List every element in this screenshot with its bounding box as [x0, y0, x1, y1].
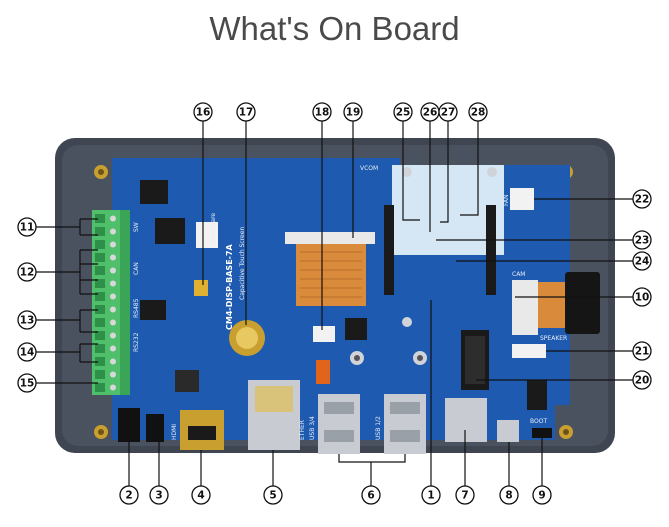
- subtitle-label: Capacitive Touch Screen: [239, 227, 246, 300]
- callout-24: 24: [456, 251, 652, 271]
- callout-7: 7: [455, 430, 475, 505]
- chip: [140, 180, 168, 204]
- rtc-connector: [313, 326, 335, 342]
- callout-15: 15: [17, 373, 98, 393]
- chip: [155, 218, 185, 244]
- usb-label-a: USB 3/4: [309, 416, 316, 440]
- usb-c-port: [497, 420, 519, 442]
- cm4-connector-right: [486, 205, 496, 295]
- cm4-connector-left: [384, 205, 394, 295]
- camera-connector: [512, 280, 538, 335]
- callout-8: 8: [499, 442, 519, 505]
- logo-label: Waveshare: [210, 213, 217, 246]
- callout-10: 10: [515, 287, 652, 307]
- callout-5: 5: [263, 450, 283, 505]
- callout-22: 22: [534, 189, 652, 209]
- callout-23: 23: [436, 230, 652, 250]
- boot-label: BOOT: [530, 418, 547, 425]
- callout-label: 13: [20, 315, 35, 327]
- eth-label: ETHER: [299, 420, 306, 440]
- callout-label: 20: [635, 375, 650, 387]
- callout-14: 14: [17, 342, 98, 363]
- usb-label-b: USB 1/2: [375, 416, 382, 440]
- callout-label: 8: [505, 490, 512, 502]
- callout-3: 3: [149, 442, 169, 505]
- header-label: SW: [133, 222, 140, 232]
- chip: [175, 370, 199, 392]
- model-label: CM4-DISP-BASE-7A: [225, 243, 234, 330]
- audio-jack: [146, 414, 164, 442]
- fan-connector: [510, 188, 534, 210]
- callout-label: 7: [461, 490, 468, 502]
- chip: [527, 380, 547, 410]
- boot-switch: [532, 428, 552, 438]
- callout-label: 6: [367, 490, 374, 502]
- callout-label: 26: [423, 107, 438, 119]
- callout-label: 18: [315, 107, 330, 119]
- callout-13: 13: [17, 309, 98, 333]
- callout-28: 28: [460, 102, 488, 216]
- speaker-label: SPEAKER: [540, 335, 567, 342]
- page-title: What's On Board: [209, 10, 460, 47]
- cam-label: CAM: [512, 271, 525, 278]
- callout-label: 12: [20, 267, 35, 279]
- callout-27: 27: [438, 102, 458, 223]
- header-label: CAN: [133, 262, 140, 275]
- display-fpc-connector: [285, 232, 375, 244]
- callout-16: 16: [193, 102, 213, 285]
- header-label: RS485: [133, 298, 140, 318]
- callout-label: 1: [427, 490, 434, 502]
- dip-switch: [194, 280, 208, 296]
- hdmi-label: HDMI: [171, 424, 178, 440]
- callout-label: 15: [20, 378, 35, 390]
- callout-20: 20: [476, 370, 652, 390]
- callout-label: 21: [635, 346, 650, 358]
- callout-2: 2: [119, 442, 139, 505]
- chip: [345, 318, 367, 340]
- callout-21: 21: [546, 341, 652, 361]
- tf-card-slot: [445, 398, 487, 442]
- callout-label: 2: [125, 490, 132, 502]
- callout-11: 11: [17, 217, 98, 237]
- callout-label: 24: [635, 256, 650, 268]
- chip: [140, 300, 166, 320]
- fan-label: FAN: [503, 195, 510, 207]
- callout-25: 25: [393, 102, 420, 221]
- callout-6: 6: [338, 454, 406, 505]
- speaker-connector: [512, 344, 546, 358]
- callout-label: 9: [538, 490, 545, 502]
- callout-label: 28: [471, 107, 486, 119]
- callout-label: 5: [269, 490, 276, 502]
- callout-label: 25: [396, 107, 411, 119]
- callout-label: 3: [155, 490, 162, 502]
- callout-12: 12: [17, 249, 98, 295]
- callout-17: 17: [236, 102, 256, 325]
- callout-label: 23: [635, 235, 650, 247]
- callout-label: 11: [20, 222, 35, 234]
- vcom-label: VCOM: [360, 165, 378, 172]
- callout-label: 10: [635, 292, 650, 304]
- callout-4: 4: [191, 450, 211, 505]
- callout-18: 18: [312, 102, 332, 330]
- header-label: RS232: [133, 332, 140, 352]
- callout-label: 19: [346, 107, 361, 119]
- dc-jack: [118, 408, 140, 442]
- callout-label: 22: [635, 194, 650, 206]
- callout-26: 26: [420, 102, 440, 232]
- callout-1: 1: [421, 300, 441, 505]
- callout-label: 16: [196, 107, 211, 119]
- callout-label: 14: [20, 347, 35, 359]
- callout-label: 27: [441, 107, 456, 119]
- callout-19: 19: [343, 102, 363, 238]
- terminal-block: [92, 210, 130, 395]
- callout-label: 4: [197, 490, 204, 502]
- callout-label: 17: [239, 107, 254, 119]
- callout-9: 9: [532, 438, 552, 505]
